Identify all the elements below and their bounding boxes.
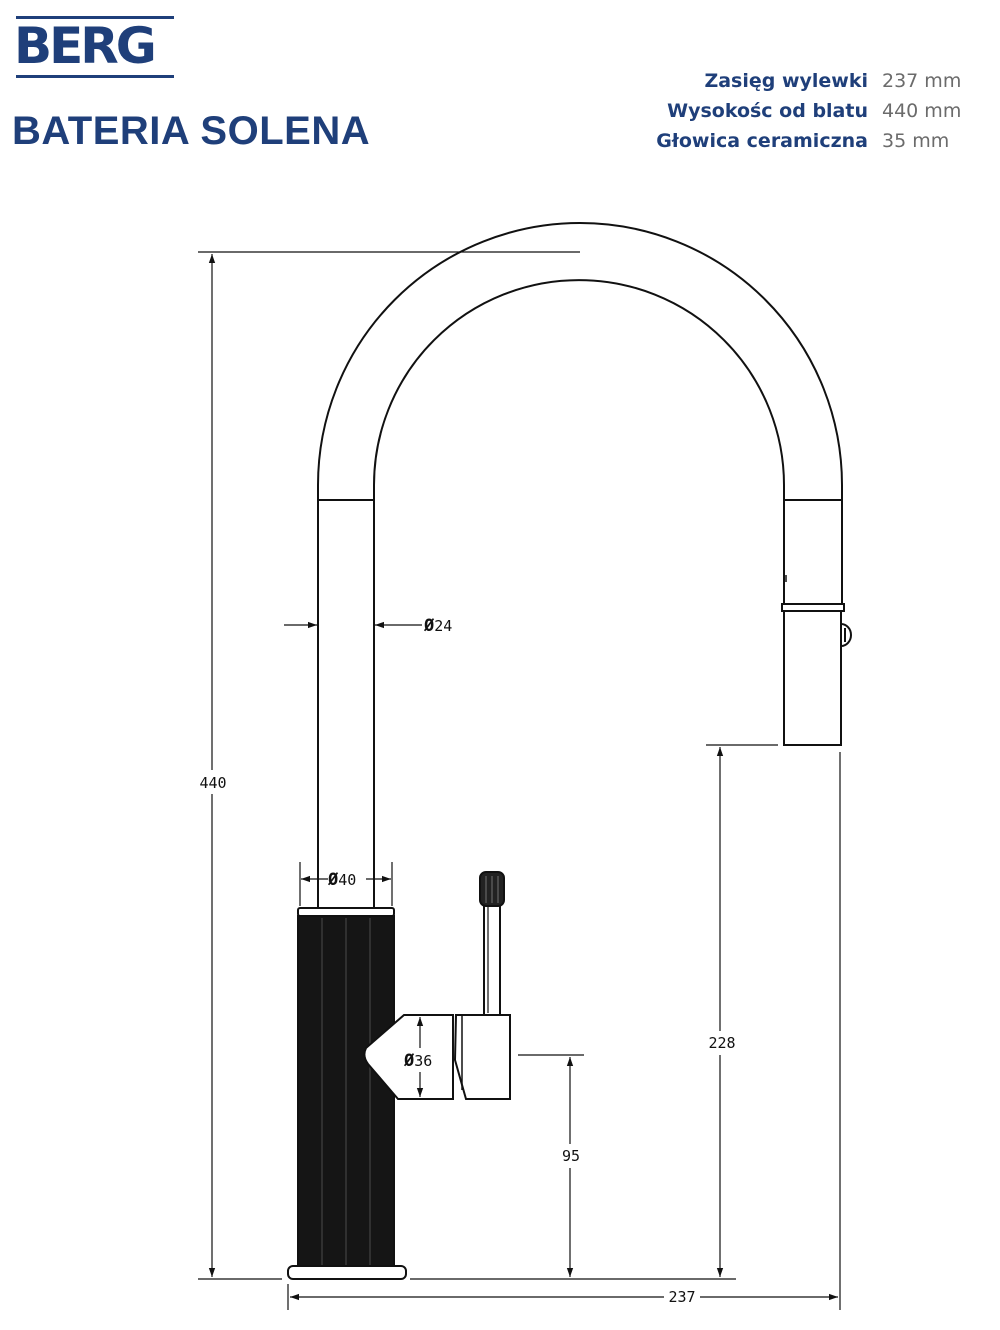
spout-arch-outer <box>317 222 843 500</box>
spray-handpiece <box>783 610 842 746</box>
mounting-plate <box>287 1265 407 1280</box>
dim-label-handle-diameter: Ø36 <box>403 1051 432 1071</box>
spec-value-reach: 237 mm <box>882 70 962 92</box>
dimension-label-masks <box>199 770 738 1308</box>
berg-logo: BERG <box>14 16 174 80</box>
spec-label-cartridge: Głowica ceramiczna <box>656 130 868 152</box>
spec-label-reach: Zasięg wylewki <box>704 70 868 92</box>
handle-block <box>453 1014 511 1100</box>
spec-label-height: Wysokośc od blatu <box>667 100 868 122</box>
body-top-cap <box>297 907 395 917</box>
dim-label-spout-reach: 237 <box>668 1288 695 1306</box>
dim-label-spout-diameter: Ø24 <box>423 616 452 636</box>
body-knurl-lines <box>321 918 371 1266</box>
dim-label-total-height: 440 <box>199 774 226 792</box>
dim-value-spout-diameter: 24 <box>434 617 452 635</box>
dim-label-handle-height: 95 <box>562 1147 580 1165</box>
dimension-labels: 440 Ø24 Ø40 Ø36 95 228 237 <box>199 616 735 1306</box>
spec-row: Głowica ceramiczna 35 mm <box>656 126 966 156</box>
logo-text: BERG <box>14 17 157 75</box>
spec-value-cartridge: 35 mm <box>882 130 950 152</box>
spray-button <box>840 623 852 647</box>
lever-stem <box>483 901 501 1016</box>
faucet-body <box>287 907 407 1280</box>
product-title: BATERIA SOLENA <box>12 109 371 153</box>
logo-top-bar <box>16 16 174 19</box>
diameter-symbol: Ø <box>423 616 435 636</box>
spout-arch-inner <box>373 279 785 500</box>
spec-row: Wysokośc od blatu 440 mm <box>656 96 966 126</box>
spray-collar <box>781 603 845 612</box>
spray-head <box>781 500 852 746</box>
specs-table: Zasięg wylewki 237 mm Wysokośc od blatu … <box>656 66 966 156</box>
dim-label-body-diameter: Ø40 <box>327 870 356 890</box>
spec-row: Zasięg wylewki 237 mm <box>656 66 966 96</box>
spec-value-height: 440 mm <box>882 100 962 122</box>
dim-value-body-diameter: 40 <box>338 871 356 889</box>
dim-value-handle-diameter: 36 <box>414 1052 432 1070</box>
dimension-lines <box>198 251 841 1310</box>
diameter-symbol: Ø <box>403 1051 415 1071</box>
diameter-symbol: Ø <box>327 870 339 890</box>
faucet-outline <box>317 222 843 910</box>
logo-bottom-bar <box>16 75 174 78</box>
dim-label-spout-clearance: 228 <box>708 1034 735 1052</box>
